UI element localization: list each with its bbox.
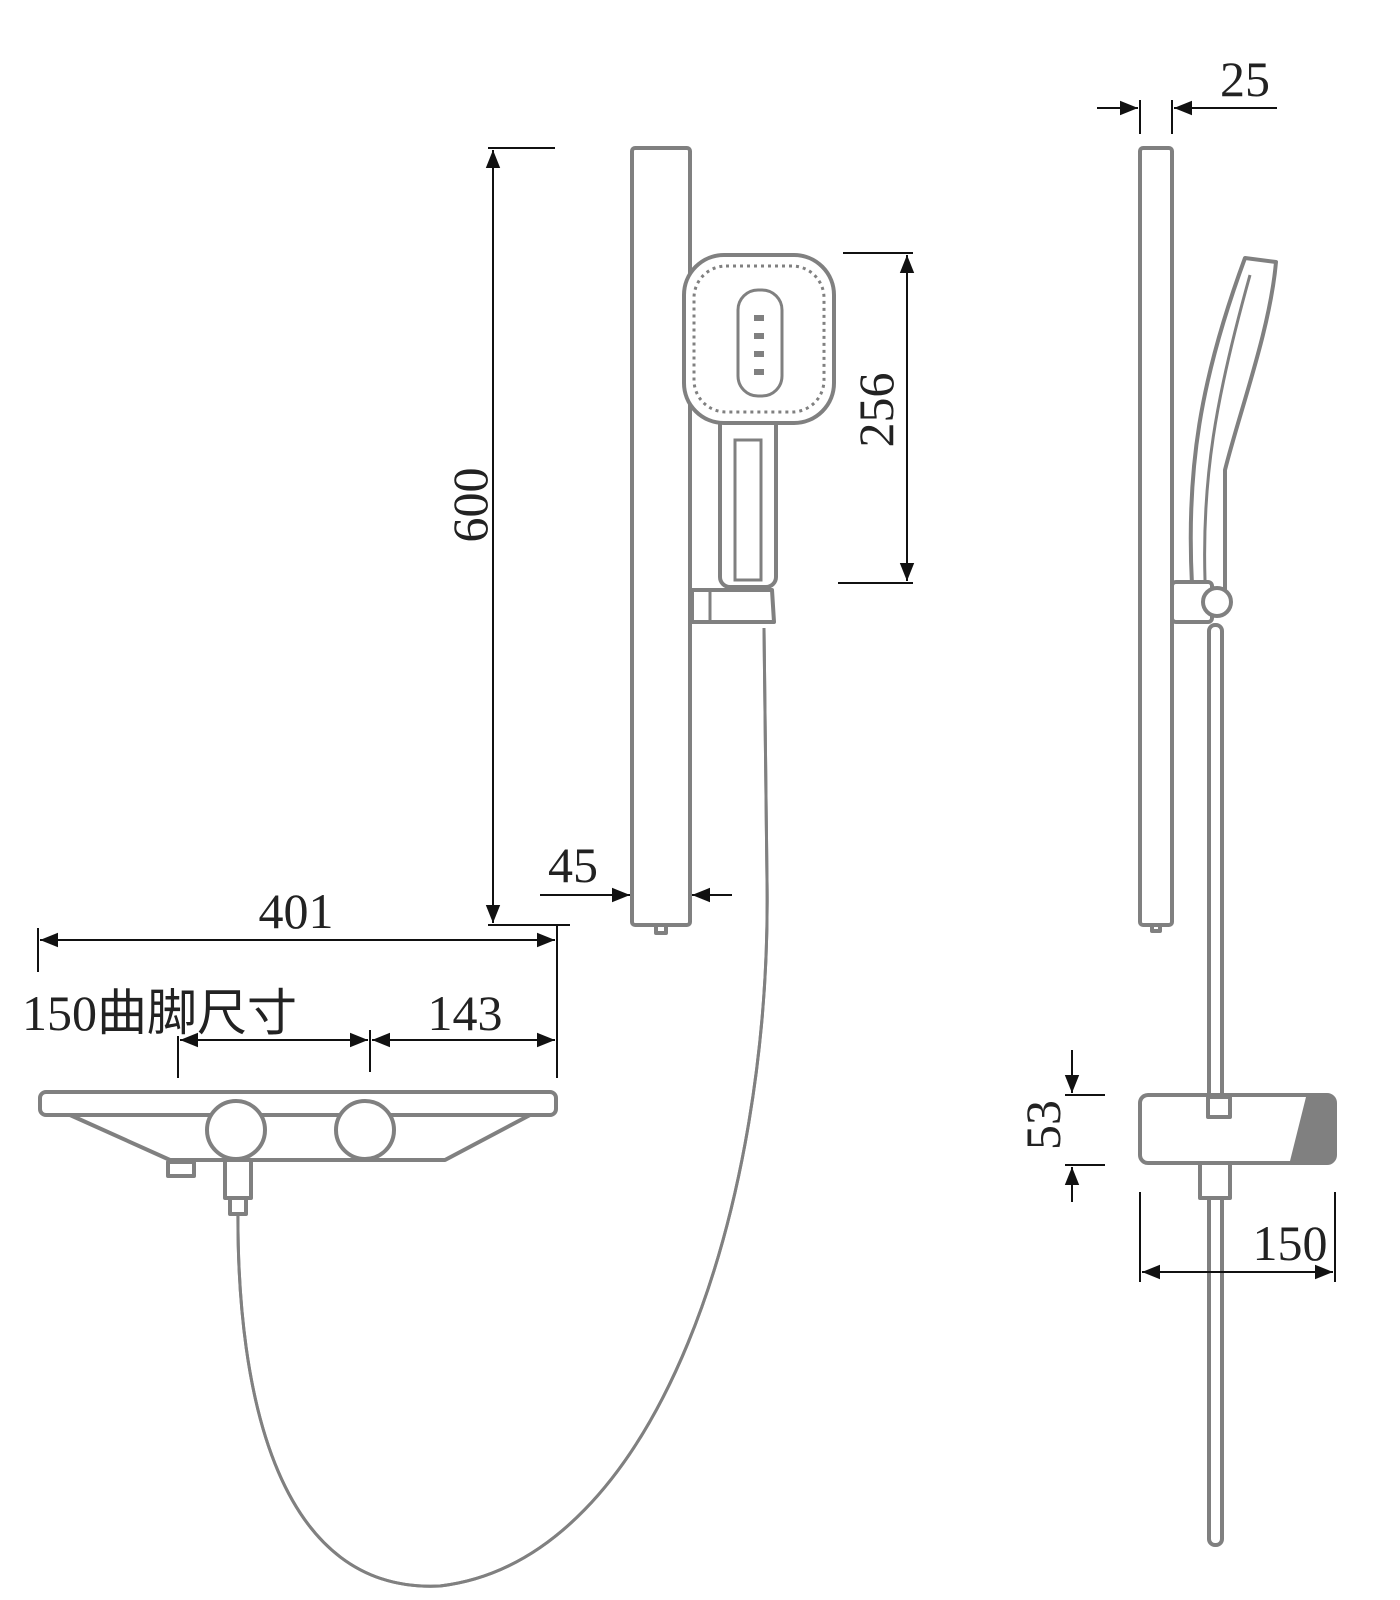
- dim-53: 53: [1015, 1100, 1071, 1150]
- dim-150-leg-spacing: 150曲脚尺寸: [22, 985, 297, 1041]
- front-dimensions: 600 256 45 401 150曲脚尺寸 143: [22, 147, 915, 1078]
- temperature-knob[interactable]: [205, 1099, 267, 1161]
- dim-45: 45: [548, 837, 598, 893]
- dim-25: 25: [1220, 51, 1270, 107]
- dim-600: 600: [442, 468, 498, 543]
- slide-rail: [630, 146, 692, 927]
- flow-knob[interactable]: [334, 1099, 396, 1161]
- side-hand-shower: [1188, 256, 1278, 592]
- dim-401: 401: [259, 883, 334, 939]
- dim-256: 256: [848, 373, 904, 448]
- side-rail: [1138, 146, 1174, 927]
- side-hose: [1207, 623, 1224, 1547]
- side-view: [1138, 146, 1337, 1547]
- side-dimensions: 25 53 150: [1015, 51, 1336, 1282]
- dim-150-depth: 150: [1253, 1215, 1328, 1271]
- dim-143: 143: [428, 985, 503, 1041]
- hand-shower: [682, 253, 836, 624]
- side-shelf: [1138, 1093, 1337, 1200]
- thermostatic-shelf: [38, 1090, 558, 1216]
- front-view: [38, 146, 836, 1588]
